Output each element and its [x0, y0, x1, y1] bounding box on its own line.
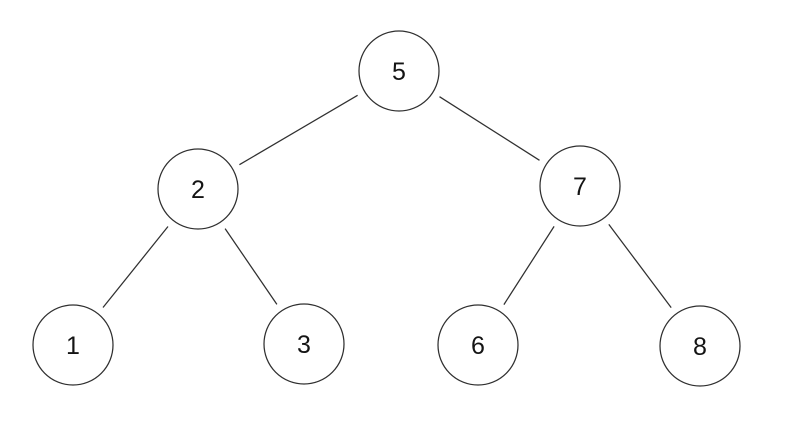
- tree-node: 2: [157, 148, 239, 230]
- tree-node-circle: [157, 148, 239, 230]
- tree-edge: [102, 226, 169, 308]
- tree-edge: [503, 226, 555, 305]
- tree-node-circle: [358, 30, 440, 112]
- tree-node-label: 3: [297, 331, 311, 359]
- tree-node-circle: [659, 305, 741, 387]
- tree-edge: [239, 94, 358, 166]
- tree-edge: [439, 96, 540, 161]
- tree-node-circle: [539, 145, 621, 227]
- tree-node-circle: [437, 304, 519, 386]
- tree-node: 6: [437, 304, 519, 386]
- tree-node: 5: [358, 30, 440, 112]
- tree-node-label: 2: [191, 176, 205, 204]
- tree-node-circle: [32, 304, 114, 386]
- tree-node-label: 6: [471, 332, 485, 360]
- tree-node-label: 5: [392, 58, 406, 86]
- tree-node-label: 8: [693, 333, 707, 361]
- tree-edge: [224, 228, 278, 305]
- tree-edge: [608, 224, 672, 308]
- tree-node: 7: [539, 145, 621, 227]
- tree-node-circle: [263, 303, 345, 385]
- tree-node: 1: [32, 304, 114, 386]
- tree-node-label: 7: [573, 173, 587, 201]
- tree-node-label: 1: [66, 332, 80, 360]
- tree-node: 8: [659, 305, 741, 387]
- tree-node: 3: [263, 303, 345, 385]
